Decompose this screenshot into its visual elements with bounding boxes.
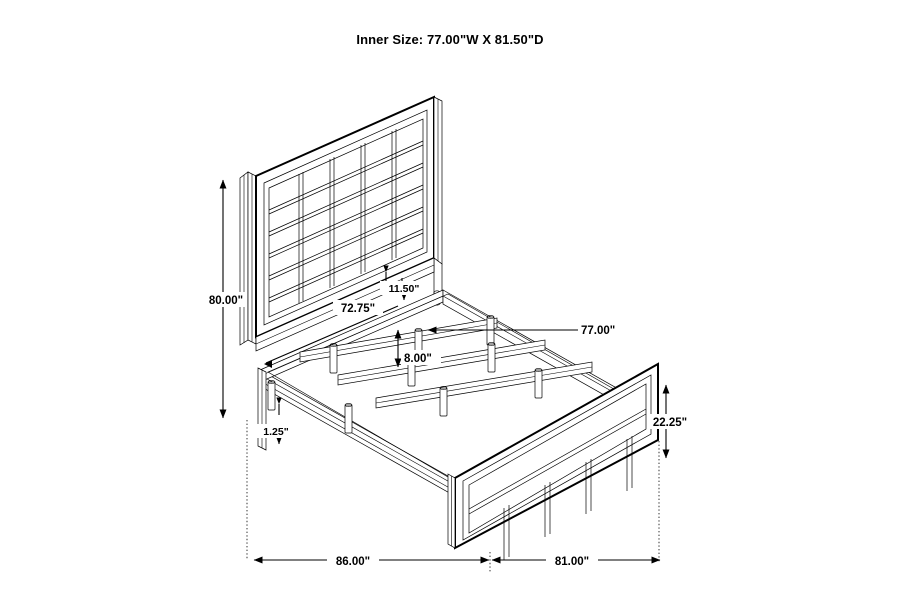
dim-label-overall-length: 86.00" [336,556,370,568]
support-leg [329,343,338,374]
dim-label-overall-width: 81.00" [555,556,589,568]
headboard-grid [268,129,424,303]
support-legs [267,315,543,434]
dim-label-deck-height: 8.00" [404,353,432,365]
dim-label-headboard-rail-gap: 11.50" [389,283,420,295]
dim-label-headboard-height: 80.00" [209,295,243,307]
dim-label-headboard-panel-width: 72.75" [341,303,375,315]
dim-overall-length: 86.00" [253,552,491,572]
dim-label-rail-thickness: 1.25" [263,426,288,438]
support-leg [344,403,353,434]
dim-headboard-rail-gap: 11.50" [380,265,428,301]
support-leg [534,368,543,399]
dim-overall-width: 81.00" [491,553,661,568]
headboard-left-post [239,171,257,346]
footboard-grid [468,408,647,560]
dim-label-footboard-height: 22.25" [653,417,687,429]
footboard [447,362,659,560]
dim-rail-thickness: 1.25" [255,397,297,445]
dim-footboard-height: 22.25" [648,384,692,562]
page-title: Inner Size: 77.00"W X 81.50"D [356,32,544,47]
headboard [239,95,443,352]
support-leg [439,386,448,417]
dim-headboard-height: 80.00" [205,179,248,560]
headboard-panel-frame [255,95,435,339]
headboard-right-post [433,96,443,306]
support-leg [267,380,276,411]
dim-mattress-width: 77.00" [427,325,615,337]
dim-headboard-panel-width: 72.75" [264,300,399,368]
dim-deck-height: 8.00" [394,329,441,368]
dim-label-mattress-width: 77.00" [581,325,615,337]
support-leg [487,342,496,373]
